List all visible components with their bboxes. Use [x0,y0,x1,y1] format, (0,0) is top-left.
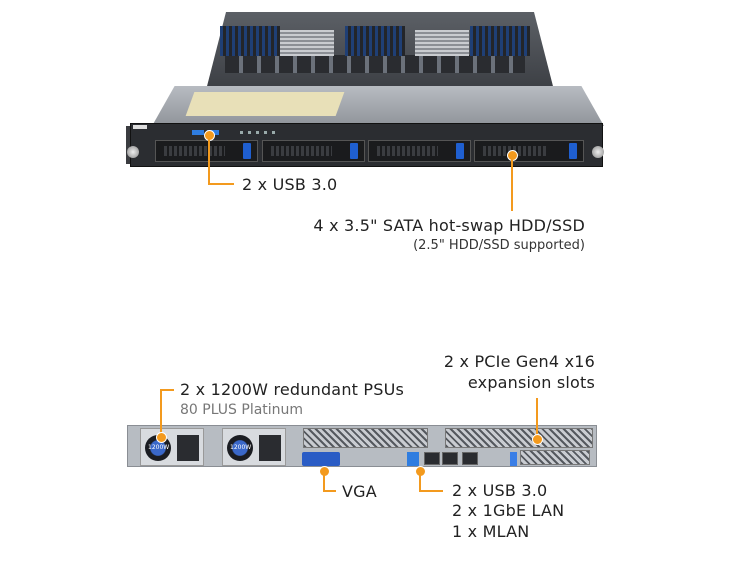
memory-slots [220,26,280,56]
power-supply-unit: 1200W [222,428,286,466]
brand-logo [133,125,147,129]
power-supply-unit: 1200W [140,428,204,466]
drive-bay [368,140,471,162]
callout-line [323,470,325,492]
pcie-slot-cover [520,450,590,465]
memory-slots [345,26,405,56]
drive-bay [474,140,584,162]
vga-label: VGA [342,482,377,501]
io-label-line3: 1 x MLAN [452,522,530,541]
lan-port [442,452,458,465]
front-usb-label: 2 x USB 3.0 [242,175,338,194]
io-label-line2: 2 x 1GbE LAN [452,501,565,520]
psu-label: 2 x 1200W redundant PSUs [180,380,405,399]
fan-row [225,55,525,73]
callout-line [323,490,336,492]
front-hdd-label: 4 x 3.5" SATA hot-swap HDD/SSD [313,216,585,235]
callout-line [208,135,210,185]
rear-vent [303,428,428,448]
callout-dot [156,432,167,443]
psu-badge: 1200W [148,444,170,451]
status-led [256,131,259,134]
psu-badge: 1200W [230,444,252,451]
pcie-label-line2: expansion slots [467,373,595,392]
pcie-slot-cover [445,428,593,448]
drive-bay [155,140,258,162]
chassis-sticker [185,92,345,116]
lan-port [424,452,440,465]
thumbscrew-left [127,146,139,158]
cpu-heatsink [415,30,469,56]
callout-line [419,490,443,492]
callout-line [536,398,538,436]
vga-port [302,452,340,466]
memory-slots [470,26,530,56]
cpu-heatsink [280,30,334,56]
callout-line [511,155,513,211]
psu-sublabel: 80 PLUS Platinum [180,402,304,418]
callout-line [160,389,174,391]
rear-usb-port [407,452,419,466]
riser-latch [510,452,517,466]
thumbscrew-right [592,146,604,158]
callout-line [160,389,162,435]
status-led [240,131,243,134]
status-led [248,131,251,134]
front-hdd-sublabel: (2.5" HDD/SSD supported) [413,238,585,253]
callout-line [208,183,234,185]
io-label-line1: 2 x USB 3.0 [452,481,548,500]
drive-bay [262,140,365,162]
pcie-label-line1: 2 x PCIe Gen4 x16 [443,352,595,371]
status-led [272,131,275,134]
mlan-port [462,452,478,465]
status-led [264,131,267,134]
front-usb-port [192,130,204,135]
callout-line [419,470,421,492]
callout-dot [532,434,543,445]
